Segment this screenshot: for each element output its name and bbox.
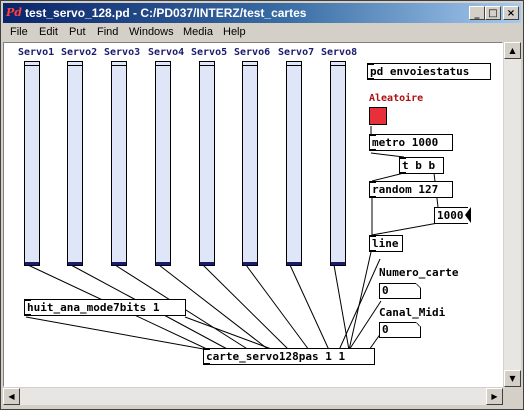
window-title: test_servo_128.pd - C:/PD037/INTERZ/test… (25, 6, 307, 20)
pd-icon: Pd (6, 6, 22, 19)
numero-carte-label: Numero_carte (379, 266, 459, 279)
object-carte-servo128pas[interactable]: carte_servo128pas 1 1 (203, 348, 375, 365)
resize-grip-icon[interactable] (504, 388, 521, 405)
message-flag-icon (465, 207, 471, 223)
menu-put[interactable]: Put (69, 26, 86, 38)
bang-aleatoire[interactable] (369, 107, 387, 125)
number-box-canal-midi[interactable]: 0 (379, 322, 421, 338)
scroll-right-icon[interactable]: ▶ (486, 388, 503, 405)
slider-label-servo8: Servo8 (321, 47, 358, 58)
vslider-servo7[interactable] (286, 61, 302, 266)
vertical-scrollbar[interactable]: ▲ ▼ (504, 42, 521, 387)
title-bar[interactable]: Pd test_servo_128.pd - C:/PD037/INTERZ/t… (3, 3, 521, 23)
scroll-up-icon[interactable]: ▲ (504, 42, 521, 59)
scroll-left-icon[interactable]: ◀ (3, 388, 20, 405)
slider-label-servo6: Servo6 (234, 47, 271, 58)
patch-canvas[interactable]: Servo1 Servo2 Servo3 Servo4 Servo5 Servo… (3, 42, 503, 387)
vslider-servo4[interactable] (155, 61, 171, 266)
menu-windows[interactable]: Windows (129, 26, 174, 38)
slider-label-servo4: Servo4 (148, 47, 185, 58)
menu-edit[interactable]: Edit (39, 26, 58, 38)
minimize-button[interactable]: _ (469, 6, 485, 20)
menu-help[interactable]: Help (223, 26, 246, 38)
number-box-numero-carte[interactable]: 0 (379, 283, 421, 299)
vslider-servo6[interactable] (242, 61, 258, 266)
object-trigger[interactable]: t b b (399, 157, 444, 174)
vslider-servo5[interactable] (199, 61, 215, 266)
object-pd-envoiestatus[interactable]: pd envoiestatus (367, 63, 491, 80)
horizontal-scrollbar[interactable]: ◀ ▶ (3, 388, 503, 405)
vslider-servo1[interactable] (24, 61, 40, 266)
slider-label-servo1: Servo1 (18, 47, 55, 58)
slider-label-servo7: Servo7 (278, 47, 315, 58)
object-huit-ana-mode7bits[interactable]: huit_ana_mode7bits 1 (24, 299, 186, 316)
canal-midi-label: Canal_Midi (379, 306, 446, 319)
close-button[interactable]: × (503, 6, 519, 20)
slider-label-servo5: Servo5 (191, 47, 228, 58)
object-metro[interactable]: metro 1000 (369, 134, 453, 151)
aleatoire-label: Aleatoire (369, 93, 424, 104)
scroll-down-icon[interactable]: ▼ (504, 370, 521, 387)
vslider-servo8[interactable] (330, 61, 346, 266)
object-random[interactable]: random 127 (369, 181, 453, 198)
vslider-servo2[interactable] (67, 61, 83, 266)
slider-label-servo3: Servo3 (104, 47, 141, 58)
maximize-button[interactable]: □ (485, 6, 501, 20)
object-line[interactable]: line (369, 235, 403, 252)
menu-file[interactable]: File (10, 26, 28, 38)
menu-bar: File Edit Put Find Windows Media Help (3, 24, 521, 42)
slider-label-servo2: Servo2 (61, 47, 98, 58)
menu-media[interactable]: Media (183, 26, 213, 38)
message-1000[interactable]: 1000 (434, 207, 468, 224)
menu-find[interactable]: Find (97, 26, 119, 38)
vslider-servo3[interactable] (111, 61, 127, 266)
